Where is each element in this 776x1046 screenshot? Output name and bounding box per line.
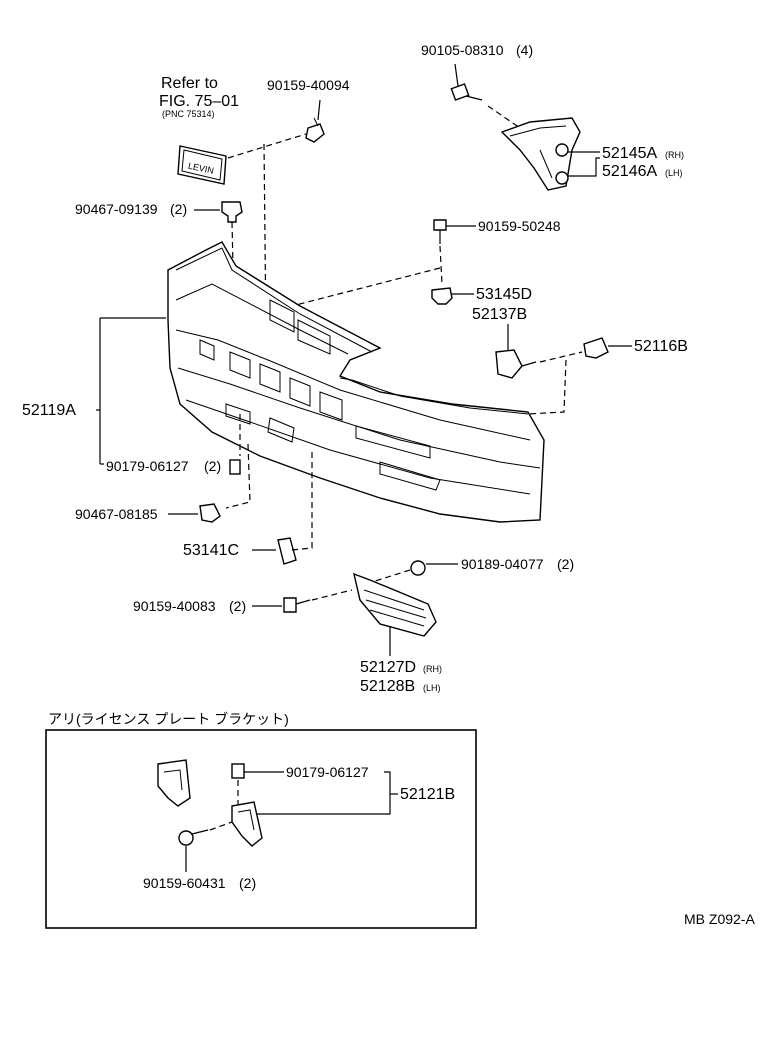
- inset-bracket-left: [157, 759, 191, 807]
- clip-90467-09139: [221, 201, 243, 223]
- refer-line2: FIG. 75–01: [159, 93, 239, 110]
- retainer-53145D: [431, 287, 453, 305]
- side-52128B: (LH): [423, 683, 441, 693]
- part-52145A: 52145A: [602, 145, 657, 162]
- grommet-52116B: [583, 337, 609, 359]
- inset-nut: [231, 763, 245, 779]
- qty-90159-40083: (2): [229, 598, 246, 614]
- part-90159-40094: 90159-40094: [267, 77, 350, 93]
- part-52137B: 52137B: [472, 306, 527, 323]
- part-90105-08310: 90105-08310: [421, 42, 504, 58]
- inset-bracket-right: [231, 801, 263, 847]
- refer-note: Refer to FIG. 75–01 (PNC 75314): [159, 75, 239, 119]
- part-53141C: 53141C: [183, 542, 239, 559]
- bracket-52137B: [495, 349, 537, 379]
- clip-90467-08185: [199, 503, 221, 523]
- inset-qty-90159-60431: (2): [239, 875, 256, 891]
- inset-part-90159-60431: 90159-60431: [143, 875, 226, 891]
- part-90159-50248: 90159-50248: [478, 218, 561, 234]
- clip-90159-40094: [305, 117, 325, 143]
- emblem: LEVIN: [177, 145, 227, 185]
- part-90467-08185: 90467-08185: [75, 506, 158, 522]
- part-52127D: 52127D: [360, 659, 416, 676]
- inset-part-52121B: 52121B: [400, 786, 455, 803]
- part-52128B: 52128B: [360, 678, 415, 695]
- nut-90179-06127: [229, 459, 241, 475]
- qty-90467-09139: (2): [170, 201, 187, 217]
- nut-90189-04077: [410, 560, 426, 576]
- inset-part-90179-06127: 90179-06127: [286, 764, 369, 780]
- refer-line1: Refer to: [161, 75, 218, 92]
- part-90189-04077: 90189-04077: [461, 556, 544, 572]
- inset-box: [45, 729, 477, 929]
- bumper-cover: [167, 241, 545, 523]
- side-52146A: (LH): [665, 168, 683, 178]
- bolt-90105-08310: [450, 83, 483, 101]
- screw-90159-50248: [433, 219, 447, 244]
- qty-90179-06127: (2): [204, 458, 221, 474]
- part-52146A: 52146A: [602, 163, 657, 180]
- part-53145D: 53145D: [476, 286, 532, 303]
- part-90467-09139: 90467-09139: [75, 201, 158, 217]
- fog-grille: [353, 572, 437, 637]
- pad-53141C: [277, 537, 297, 565]
- qty-90189-04077: (2): [557, 556, 574, 572]
- screw-90159-40083: [283, 597, 311, 613]
- part-90159-40083: 90159-40083: [133, 598, 216, 614]
- qty-90105-08310: (4): [516, 42, 533, 58]
- inset-screw: [178, 829, 209, 846]
- side-52145A: (RH): [665, 150, 684, 160]
- inset-title: アリ(ライセンス プレート ブラケット): [48, 711, 289, 727]
- part-52116B: 52116B: [634, 338, 688, 355]
- figure-code: MB Z092-A: [684, 911, 755, 927]
- side-bracket: [500, 117, 581, 191]
- part-90179-06127: 90179-06127: [106, 458, 189, 474]
- part-52119A: 52119A: [22, 402, 76, 419]
- refer-line3: (PNC 75314): [162, 109, 215, 119]
- side-52127D: (RH): [423, 664, 442, 674]
